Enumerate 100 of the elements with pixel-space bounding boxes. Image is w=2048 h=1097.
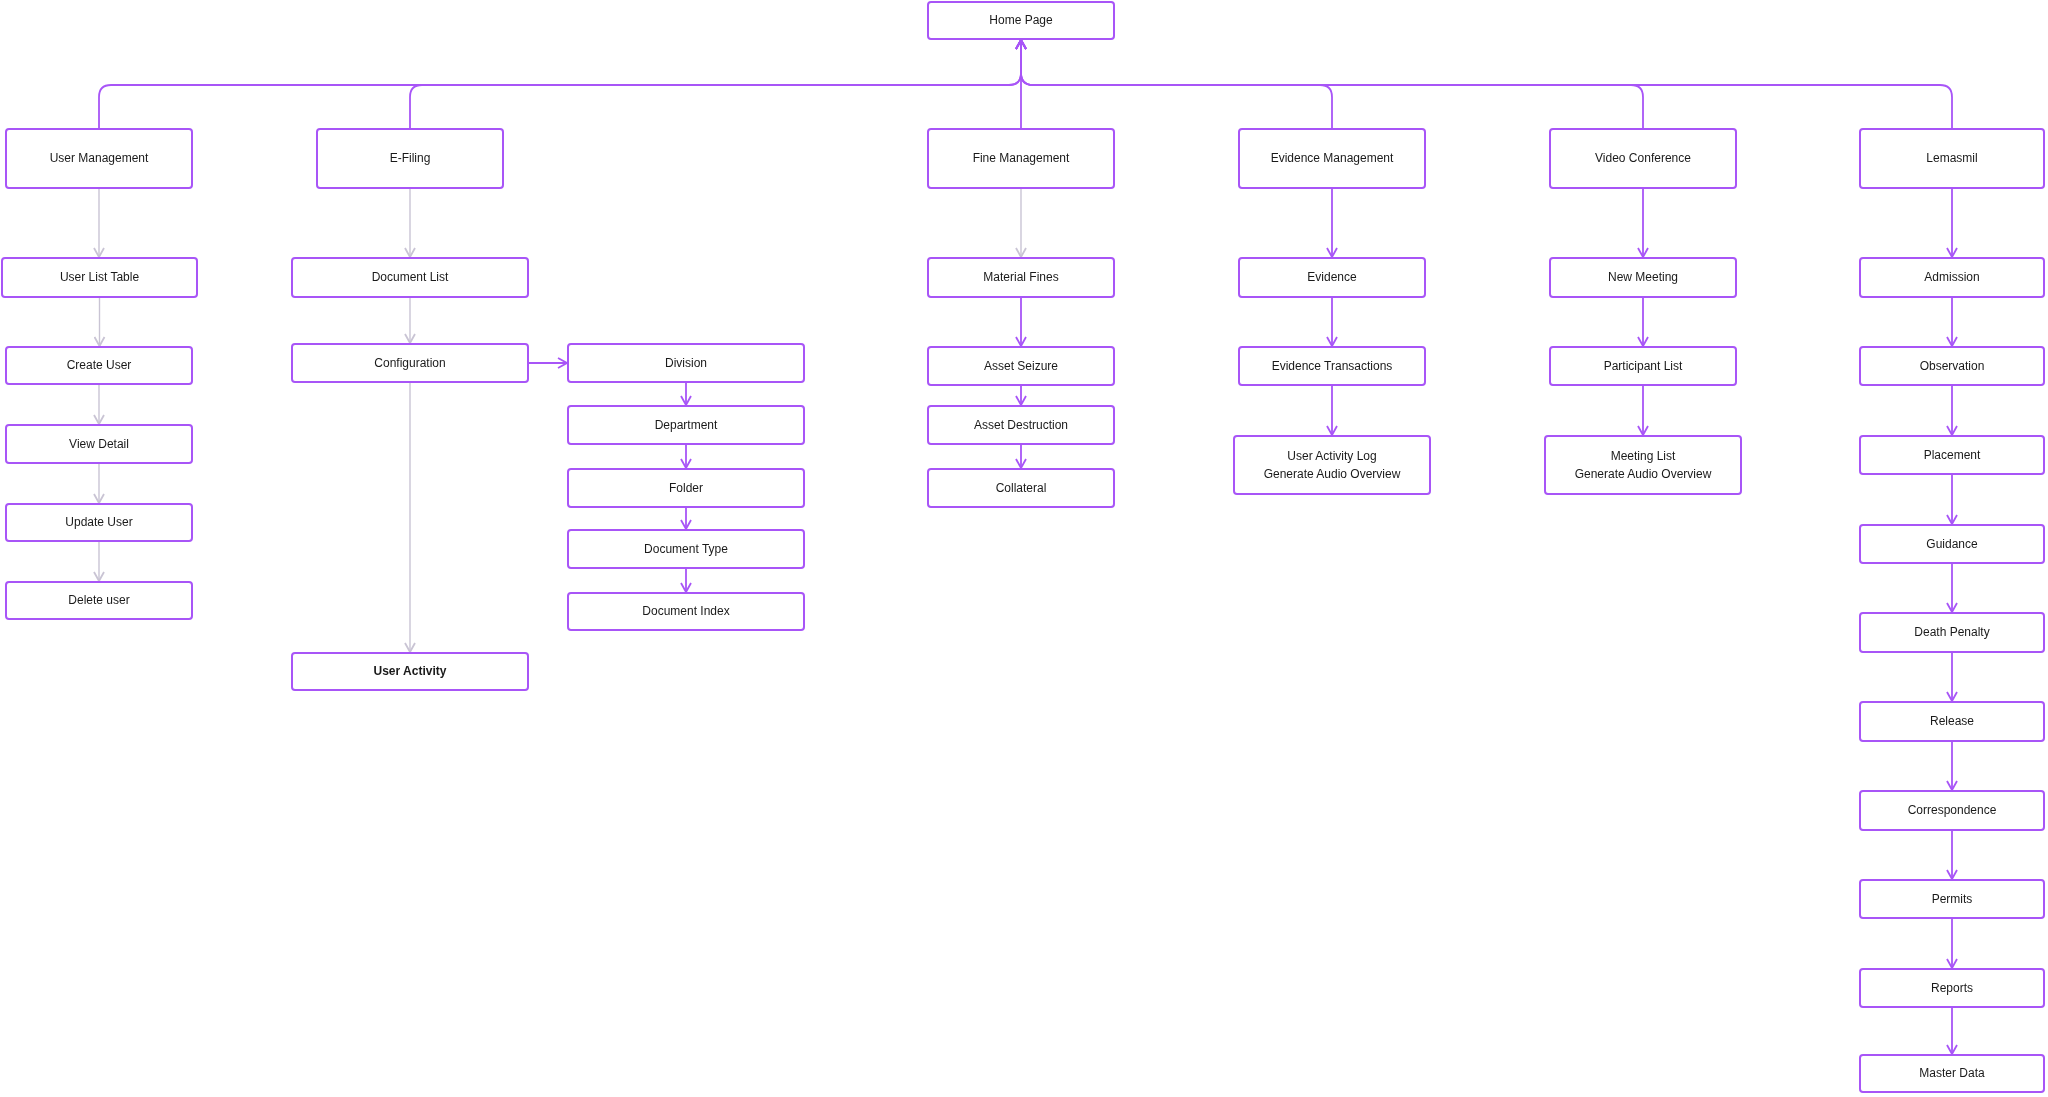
page-label: Placement bbox=[1923, 447, 1981, 463]
arrow bbox=[680, 507, 692, 530]
page-box bbox=[1859, 968, 2045, 1008]
page-label: Home Page bbox=[989, 13, 1053, 28]
arrow bbox=[404, 297, 416, 344]
page-box bbox=[1859, 346, 2045, 386]
arrow bbox=[1946, 474, 1958, 525]
page-box bbox=[291, 652, 529, 691]
arrow bbox=[1326, 385, 1338, 436]
arrow bbox=[404, 382, 416, 653]
page-label: Document Type bbox=[644, 541, 728, 557]
page-box bbox=[1549, 128, 1737, 189]
page-label: Evidence bbox=[1307, 270, 1357, 285]
page-label: Death Penalty bbox=[1914, 625, 1990, 640]
arrow bbox=[680, 382, 692, 406]
page-box bbox=[567, 468, 805, 508]
page-box bbox=[1238, 128, 1426, 189]
page-label: Participant List bbox=[1603, 358, 1683, 374]
page-label: User Management bbox=[49, 151, 149, 166]
arrow bbox=[1637, 297, 1649, 347]
page-label: Video Conference bbox=[1595, 151, 1691, 166]
arrow bbox=[1946, 563, 1958, 613]
arrow bbox=[93, 297, 106, 347]
page-box bbox=[927, 128, 1115, 189]
arrow bbox=[93, 188, 105, 258]
page-label: Department bbox=[654, 417, 718, 433]
page-box bbox=[1859, 435, 2045, 475]
page-label: Delete user bbox=[68, 593, 130, 608]
page-label: Folder bbox=[669, 480, 703, 496]
arrow bbox=[680, 444, 692, 469]
page-box bbox=[1, 257, 198, 298]
page-box bbox=[1238, 257, 1426, 298]
arrow bbox=[528, 357, 568, 369]
page-label: Master Data bbox=[1919, 1066, 1985, 1081]
page-box bbox=[5, 128, 193, 189]
page-label: New Meeting bbox=[1608, 270, 1678, 285]
page-box bbox=[5, 503, 193, 542]
page-label: Configuration bbox=[374, 355, 446, 371]
page-box bbox=[1544, 435, 1742, 495]
arrow bbox=[1326, 297, 1338, 347]
page-label: Guidance bbox=[1926, 536, 1978, 552]
page-box bbox=[927, 1, 1115, 40]
page-box bbox=[927, 405, 1115, 445]
page-label: Material Fines bbox=[983, 270, 1059, 285]
arrow bbox=[1946, 188, 1958, 258]
page-box bbox=[1238, 346, 1426, 386]
page-label: Evidence Management bbox=[1270, 151, 1394, 166]
page-box bbox=[5, 346, 193, 385]
arrow bbox=[1015, 39, 1953, 129]
page-box bbox=[927, 346, 1115, 386]
page-label: Evidence Transactions bbox=[1271, 358, 1393, 374]
page-box bbox=[1549, 346, 1737, 386]
page-box bbox=[1859, 257, 2045, 298]
page-label: Division bbox=[665, 355, 707, 371]
page-label: Document Index bbox=[642, 604, 730, 619]
page-label: Release bbox=[1930, 714, 1974, 729]
page-box bbox=[291, 257, 529, 298]
page-label: Generate Audio Overview bbox=[1263, 466, 1401, 482]
page-box bbox=[1549, 257, 1737, 298]
page-box bbox=[291, 343, 529, 383]
page-box bbox=[1859, 128, 2045, 189]
arrow bbox=[93, 384, 105, 425]
page-box bbox=[1859, 879, 2045, 919]
page-box bbox=[1859, 790, 2045, 831]
arrow bbox=[1015, 297, 1027, 347]
page-box bbox=[567, 405, 805, 445]
arrow bbox=[1946, 297, 1958, 347]
page-box bbox=[5, 581, 193, 620]
arrow bbox=[404, 188, 416, 258]
page-label: User Activity bbox=[373, 664, 447, 679]
arrow bbox=[93, 541, 105, 582]
page-box bbox=[567, 592, 805, 631]
arrow bbox=[1946, 1007, 1958, 1055]
page-box bbox=[927, 257, 1115, 298]
page-label: Fine Management bbox=[972, 151, 1070, 166]
page-label: Admission bbox=[1924, 270, 1980, 285]
page-label: Meeting List bbox=[1610, 448, 1676, 464]
page-label: Collateral bbox=[995, 480, 1047, 496]
page-label: User Activity Log bbox=[1287, 448, 1377, 464]
arrow bbox=[1946, 741, 1958, 791]
arrow bbox=[680, 568, 692, 593]
arrow bbox=[1015, 444, 1027, 469]
page-label: Correspondence bbox=[1907, 803, 1997, 818]
page-label: User List Table bbox=[59, 270, 140, 285]
arrow bbox=[1637, 385, 1649, 436]
page-label: Document List bbox=[371, 270, 449, 285]
page-label: Update User bbox=[65, 515, 133, 530]
arrow bbox=[1946, 918, 1958, 969]
page-label: Reports bbox=[1931, 980, 1973, 996]
page-box bbox=[1859, 701, 2045, 742]
arrow bbox=[1326, 188, 1338, 258]
page-label: E-Filing bbox=[389, 151, 431, 166]
page-box bbox=[927, 468, 1115, 508]
page-label: Generate Audio Overview bbox=[1574, 466, 1712, 482]
page-label: Asset Destruction bbox=[973, 417, 1068, 433]
page-box bbox=[567, 529, 805, 569]
arrow bbox=[1946, 652, 1958, 702]
arrow bbox=[93, 463, 105, 504]
page-box bbox=[316, 128, 504, 189]
page-label: Create User bbox=[66, 358, 132, 373]
